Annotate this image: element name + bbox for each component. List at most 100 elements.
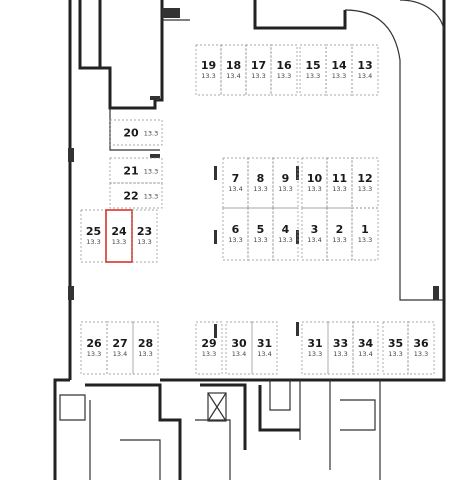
space-number: 1 bbox=[361, 223, 369, 236]
space-area: 13.4 bbox=[226, 72, 240, 80]
space-number: 7 bbox=[232, 172, 240, 185]
space-area: 13.4 bbox=[228, 185, 242, 193]
space-outline bbox=[351, 44, 379, 96]
space-number: 21 bbox=[123, 165, 138, 178]
space-outline bbox=[352, 321, 379, 375]
space-outline bbox=[272, 157, 299, 209]
space-area: 13.3 bbox=[278, 236, 292, 244]
parking-space-8[interactable]: 813.3 bbox=[247, 157, 274, 209]
space-number: 15 bbox=[305, 59, 320, 72]
parking-space-2[interactable]: 213.3 bbox=[326, 207, 353, 261]
space-number: 26 bbox=[86, 337, 102, 350]
space-outline bbox=[382, 321, 409, 375]
space-number: 13 bbox=[357, 59, 372, 72]
space-outline bbox=[109, 157, 163, 184]
space-number: 11 bbox=[332, 172, 347, 185]
space-area: 13.3 bbox=[332, 185, 346, 193]
space-number: 16 bbox=[276, 59, 292, 72]
space-number: 31 bbox=[307, 337, 322, 350]
space-number: 19 bbox=[201, 59, 216, 72]
space-outline bbox=[327, 321, 354, 375]
space-number: 10 bbox=[307, 172, 323, 185]
space-outline bbox=[407, 321, 435, 375]
space-area: 13.3 bbox=[308, 350, 322, 358]
space-area: 13.3 bbox=[414, 350, 428, 358]
space-outline bbox=[326, 157, 353, 209]
parking-spaces: 1913.31813.41713.31613.31513.31413.31313… bbox=[80, 44, 435, 375]
parking-space-5[interactable]: 513.3 bbox=[247, 207, 274, 261]
parking-space-4[interactable]: 413.3 bbox=[272, 207, 299, 261]
space-number: 29 bbox=[201, 337, 216, 350]
space-number: 33 bbox=[333, 337, 348, 350]
space-area: 13.3 bbox=[144, 130, 158, 138]
space-number: 30 bbox=[231, 337, 247, 350]
space-area: 13.4 bbox=[232, 350, 246, 358]
parking-space-3[interactable]: 313.4 bbox=[301, 207, 328, 261]
space-area: 13.3 bbox=[202, 350, 216, 358]
space-area: 13.3 bbox=[358, 185, 372, 193]
space-number: 22 bbox=[123, 190, 138, 203]
parking-space-22[interactable]: 22 13.3 bbox=[109, 182, 163, 209]
space-number: 14 bbox=[331, 59, 347, 72]
space-outline bbox=[325, 44, 353, 96]
space-outline bbox=[251, 321, 278, 375]
building-walls bbox=[53, 0, 446, 480]
space-number: 12 bbox=[357, 172, 372, 185]
space-outline bbox=[299, 44, 327, 96]
space-outline bbox=[351, 207, 379, 261]
space-area: 13.3 bbox=[144, 168, 158, 176]
space-outline bbox=[109, 182, 163, 209]
space-outline bbox=[80, 209, 107, 263]
space-area: 13.3 bbox=[144, 193, 158, 201]
parking-space-7[interactable]: 713.4 bbox=[222, 157, 249, 209]
space-area: 13.4 bbox=[307, 236, 321, 244]
space-outline bbox=[222, 207, 249, 261]
parking-space-21[interactable]: 21 13.3 bbox=[109, 157, 163, 184]
space-number: 17 bbox=[251, 59, 266, 72]
space-area: 13.3 bbox=[333, 350, 347, 358]
space-area: 13.3 bbox=[87, 350, 101, 358]
space-area: 13.3 bbox=[253, 185, 267, 193]
space-number: 25 bbox=[86, 225, 101, 238]
space-area: 13.3 bbox=[253, 236, 267, 244]
space-outline bbox=[326, 207, 353, 261]
space-area: 13.3 bbox=[137, 238, 151, 246]
space-number: 20 bbox=[123, 127, 139, 140]
space-number: 18 bbox=[226, 59, 241, 72]
parking-space-6[interactable]: 613.3 bbox=[222, 207, 249, 261]
parking-space-9[interactable]: 913.3 bbox=[272, 157, 299, 209]
space-area: 13.3 bbox=[358, 236, 372, 244]
space-outline bbox=[195, 321, 223, 375]
parking-space-20[interactable]: 20 13.3 bbox=[109, 119, 163, 146]
space-number: 3 bbox=[311, 223, 319, 236]
space-area: 13.3 bbox=[332, 72, 346, 80]
parking-space-1[interactable]: 113.3 bbox=[351, 207, 379, 261]
space-number: 28 bbox=[138, 337, 153, 350]
space-area: 13.4 bbox=[113, 350, 127, 358]
